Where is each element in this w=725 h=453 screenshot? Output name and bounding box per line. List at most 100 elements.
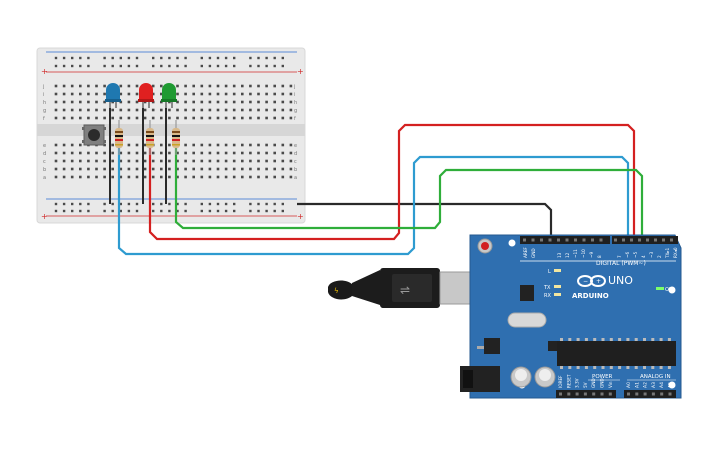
- header-pin: [592, 392, 596, 396]
- resistor-2[interactable]: [146, 120, 154, 155]
- hole: [151, 159, 155, 163]
- hole: [87, 92, 90, 96]
- rail-hole: [265, 209, 268, 213]
- rail-hole: [265, 202, 268, 206]
- rail-hole: [265, 64, 268, 68]
- hole: [168, 143, 171, 147]
- resistor-1[interactable]: [115, 120, 123, 155]
- hole: [111, 175, 114, 179]
- header-pin: [643, 392, 647, 396]
- reset-button[interactable]: [481, 242, 489, 250]
- crystal: [507, 312, 547, 328]
- pin-label: A1: [634, 382, 640, 388]
- hole: [87, 159, 90, 163]
- hole: [184, 108, 187, 112]
- row-letter: h: [294, 100, 297, 106]
- hole: [160, 84, 163, 88]
- hole: [241, 167, 244, 171]
- hole: [224, 143, 228, 147]
- pin-label: 3.3V: [575, 378, 580, 388]
- red-led[interactable]: [138, 83, 154, 108]
- row-letter: a: [43, 175, 46, 181]
- hole: [127, 84, 131, 88]
- digital-header-right[interactable]: [612, 236, 678, 244]
- hole: [265, 108, 268, 112]
- row-letter: h: [43, 100, 46, 106]
- hole: [192, 92, 195, 96]
- hole: [143, 167, 147, 171]
- hole: [224, 159, 228, 163]
- rail-hole: [71, 56, 74, 60]
- power-label: POWER: [592, 374, 613, 380]
- rail-hole: [184, 202, 187, 206]
- rail-plus-label-bottom-right: +: [297, 212, 304, 221]
- hole: [200, 84, 204, 88]
- hole: [208, 92, 212, 96]
- digital-header-left[interactable]: [520, 236, 610, 244]
- hole: [70, 92, 74, 96]
- rail-hole: [54, 209, 58, 213]
- hole: [216, 116, 220, 120]
- hole: [232, 100, 236, 104]
- header-pin: [574, 238, 577, 242]
- chip-pin: [584, 338, 588, 341]
- chip-pin: [584, 366, 588, 369]
- row-letter: a: [294, 175, 297, 181]
- rail-hole: [62, 56, 66, 60]
- rail-hole: [87, 64, 90, 68]
- blue-wire[interactable]: [117, 148, 630, 256]
- hole: [192, 100, 195, 104]
- hole: [54, 143, 58, 147]
- chip-pin: [634, 338, 638, 341]
- hole: [62, 84, 66, 88]
- pushbutton[interactable]: [82, 124, 106, 146]
- hole: [70, 151, 74, 155]
- bottom-power-rail[interactable]: [54, 202, 284, 213]
- header-pin: [635, 392, 639, 396]
- hole: [184, 167, 187, 171]
- rail-hole: [273, 64, 276, 68]
- rail-hole: [135, 56, 139, 60]
- header-pins[interactable]: [523, 238, 673, 396]
- hole: [257, 100, 260, 104]
- hole: [249, 159, 252, 163]
- hole: [241, 116, 244, 120]
- hole: [192, 108, 195, 112]
- chip-pin: [659, 338, 663, 341]
- hole: [151, 175, 155, 179]
- green-led[interactable]: [161, 83, 177, 108]
- hole: [216, 167, 220, 171]
- black-gnd-wire[interactable]: [297, 202, 553, 238]
- hole: [95, 167, 98, 171]
- row-letter: i: [294, 92, 295, 98]
- wires[interactable]: [109, 108, 644, 256]
- terminal-strip-holes[interactable]: [54, 84, 293, 179]
- header-pin: [608, 392, 612, 396]
- hole: [257, 159, 260, 163]
- top-power-rail[interactable]: [54, 56, 284, 68]
- rail-hole: [168, 202, 171, 206]
- chip-pin: [593, 366, 597, 369]
- usb-cable[interactable]: ϟ ⇌: [328, 268, 476, 308]
- analog-header[interactable]: [624, 390, 676, 398]
- rail-hole: [160, 64, 163, 68]
- hole: [249, 151, 252, 155]
- hole: [79, 159, 82, 163]
- green-wire[interactable]: [174, 148, 644, 240]
- hole: [257, 175, 260, 179]
- hole: [62, 143, 66, 147]
- resistor-3[interactable]: [172, 120, 180, 155]
- hole: [192, 167, 195, 171]
- pin-label: 8: [597, 255, 602, 258]
- hole: [168, 167, 171, 171]
- hole: [119, 159, 123, 163]
- blue-led[interactable]: [105, 83, 121, 108]
- hole: [216, 159, 220, 163]
- rail-hole: [111, 56, 114, 60]
- hole: [160, 175, 163, 179]
- header-pin: [670, 238, 673, 242]
- hole: [79, 108, 82, 112]
- red-wire[interactable]: [148, 123, 636, 241]
